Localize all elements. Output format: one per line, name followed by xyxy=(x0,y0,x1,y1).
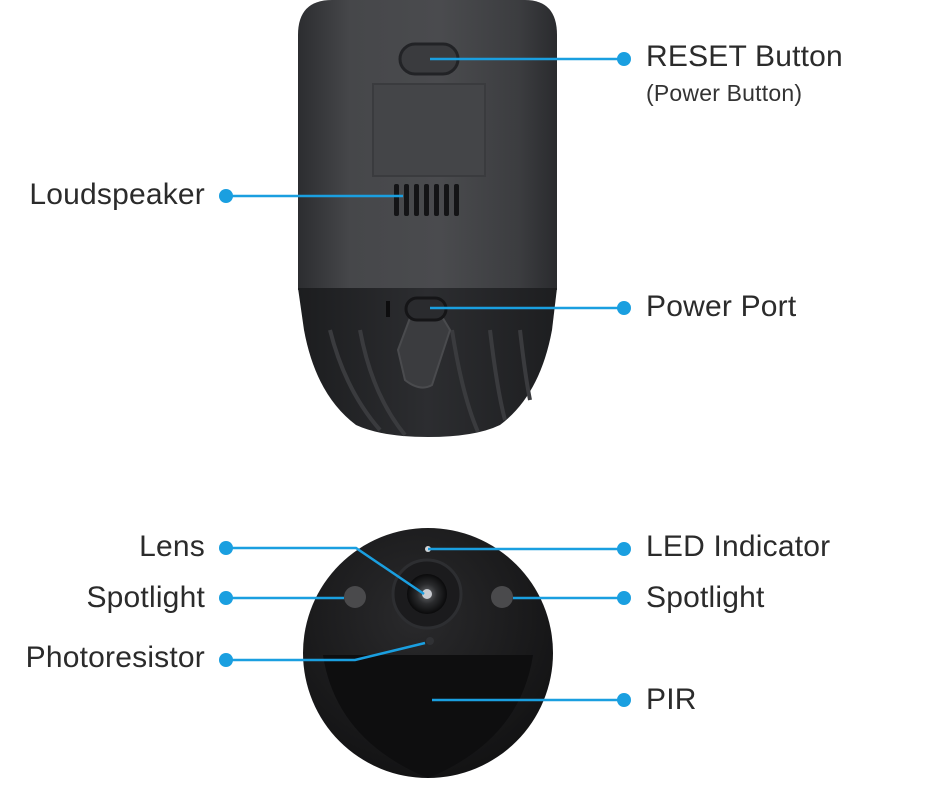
label-spotlight-left: Spotlight xyxy=(86,581,205,614)
base-fin xyxy=(358,329,407,437)
base-fin xyxy=(518,329,532,401)
label-lens: Lens xyxy=(139,530,205,563)
callout-dot-lens xyxy=(219,541,233,555)
callout-dot-reset xyxy=(617,52,631,66)
photoresistor xyxy=(426,637,434,645)
label-reset-button: RESET Button xyxy=(646,40,843,73)
camera-front-view xyxy=(303,528,553,778)
callout-dot-power-port xyxy=(617,301,631,315)
spotlight-right xyxy=(491,586,513,608)
callout-dot-spotlight-left xyxy=(219,591,233,605)
callout-dot-led xyxy=(617,542,631,556)
callout-dot-pir xyxy=(617,693,631,707)
pir-window xyxy=(323,655,533,778)
callout-lines xyxy=(226,57,622,702)
speaker-grille xyxy=(394,184,459,216)
label-photoresistor: Photoresistor xyxy=(25,641,205,674)
callout-dot-spotlight-right xyxy=(617,591,631,605)
lens-highlight xyxy=(422,589,432,599)
port-slot xyxy=(386,301,390,317)
callout-line-photoresistor xyxy=(227,641,426,662)
port-cover-flap xyxy=(396,308,452,389)
callout-line-lens xyxy=(227,546,425,596)
label-power-button-note: (Power Button) xyxy=(646,80,803,106)
base-fin xyxy=(450,329,480,433)
callout-dot-photoresistor xyxy=(219,653,233,667)
base-fin xyxy=(488,329,507,421)
label-loudspeaker: Loudspeaker xyxy=(29,178,205,211)
label-panel xyxy=(372,83,486,177)
label-spotlight-right: Spotlight xyxy=(646,581,765,614)
label-power-port: Power Port xyxy=(646,290,797,323)
callout-dots xyxy=(219,52,631,707)
spotlight-left xyxy=(344,586,366,608)
label-led-indicator: LED Indicator xyxy=(646,530,831,563)
callout-dot-loudspeaker xyxy=(219,189,233,203)
label-pir: PIR xyxy=(646,683,697,716)
camera-side-view xyxy=(298,0,557,437)
base-fin xyxy=(328,329,382,432)
